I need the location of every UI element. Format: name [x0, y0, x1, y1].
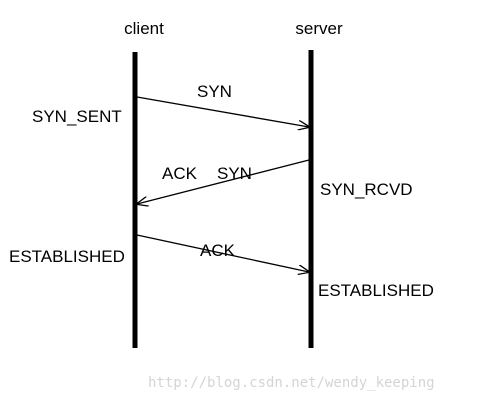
syn-label: SYN	[197, 82, 232, 101]
ack-label: ACK	[200, 241, 236, 260]
syn-ack-arrow	[137, 159, 310, 204]
server-header: server	[295, 19, 343, 38]
syn-arrow	[136, 96, 309, 127]
syn-ack-label-ack: ACK	[162, 164, 198, 183]
client-header: client	[124, 19, 164, 38]
syn-ack-label-syn: SYN	[217, 164, 252, 183]
client-state-syn-sent: SYN_SENT	[32, 107, 122, 126]
server-state-established: ESTABLISHED	[318, 281, 434, 300]
watermark-text: http://blog.csdn.net/wendy_keeping	[148, 375, 435, 391]
client-state-established: ESTABLISHED	[9, 247, 125, 266]
ack-arrow	[136, 234, 309, 272]
server-state-syn-rcvd: SYN_RCVD	[320, 180, 413, 199]
